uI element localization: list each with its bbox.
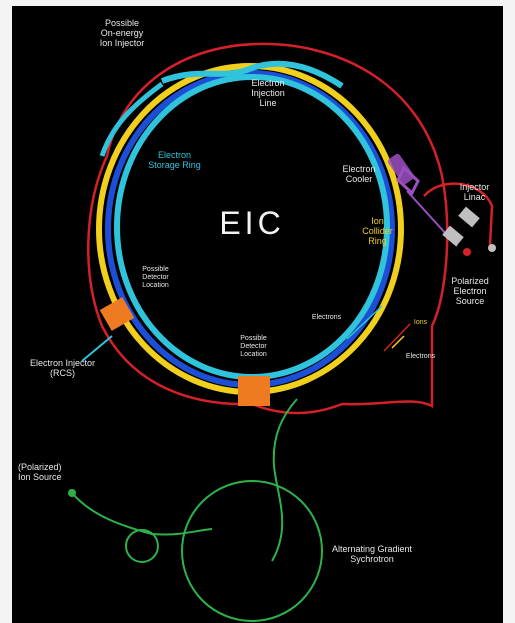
electron-source-dot [463, 248, 471, 256]
label-electron-injector-rcs: Electron Injector (RCS) [29, 358, 96, 378]
label-ion-injector: Possible On-energy Ion Injector [99, 18, 145, 48]
linac-block-2 [442, 225, 464, 247]
label-electron-cooler: Electron Cooler [342, 164, 376, 184]
linac-feed-line [423, 182, 494, 247]
detector-left [99, 297, 135, 331]
accelerator-diagram [68, 42, 496, 622]
electron-arrow-outer [391, 335, 405, 349]
ions-arrow [383, 323, 411, 352]
electron-arrow-inner [346, 305, 383, 340]
label-detector-left: Possible Detector Location [142, 266, 169, 289]
label-polarized-ion-source: (Polarized) Ion Source [18, 462, 62, 482]
diagram-frame: EIC Possible On-energy Ion Injector Elec… [12, 6, 503, 623]
ion-source-dot [68, 489, 76, 497]
rcs-line [81, 335, 113, 362]
ags-ring [181, 480, 323, 622]
linac-block-1 [458, 206, 480, 228]
linac-end-dot [488, 244, 496, 252]
electron-injection-line [160, 60, 344, 89]
cooler-block [387, 153, 415, 185]
detector-bottom [238, 376, 270, 406]
ion-injector-line [99, 81, 164, 157]
label-ion-collider-ring: Ion Collider Ring [362, 216, 393, 246]
label-ags: Alternating Gradient Sychrotron [331, 544, 413, 564]
label-electrons-outer: Electrons [405, 353, 436, 360]
label-ions: Ions [413, 319, 428, 326]
label-electrons-inner: Electrons [311, 314, 342, 321]
label-injector-linac: Injector Linac [459, 182, 490, 202]
diagram-title: EIC [219, 205, 285, 241]
label-polarized-electron-source: Polarized Electron Source [451, 276, 489, 306]
label-detector-bottom: Possible Detector Location [240, 335, 267, 358]
ags-transfer-line [271, 398, 298, 562]
ion-booster-ring [125, 529, 159, 563]
ion-source-line [71, 492, 213, 536]
label-electron-injection-line: Electron Injection Line [251, 78, 285, 108]
label-electron-storage-ring: Electron Storage Ring [148, 150, 201, 170]
